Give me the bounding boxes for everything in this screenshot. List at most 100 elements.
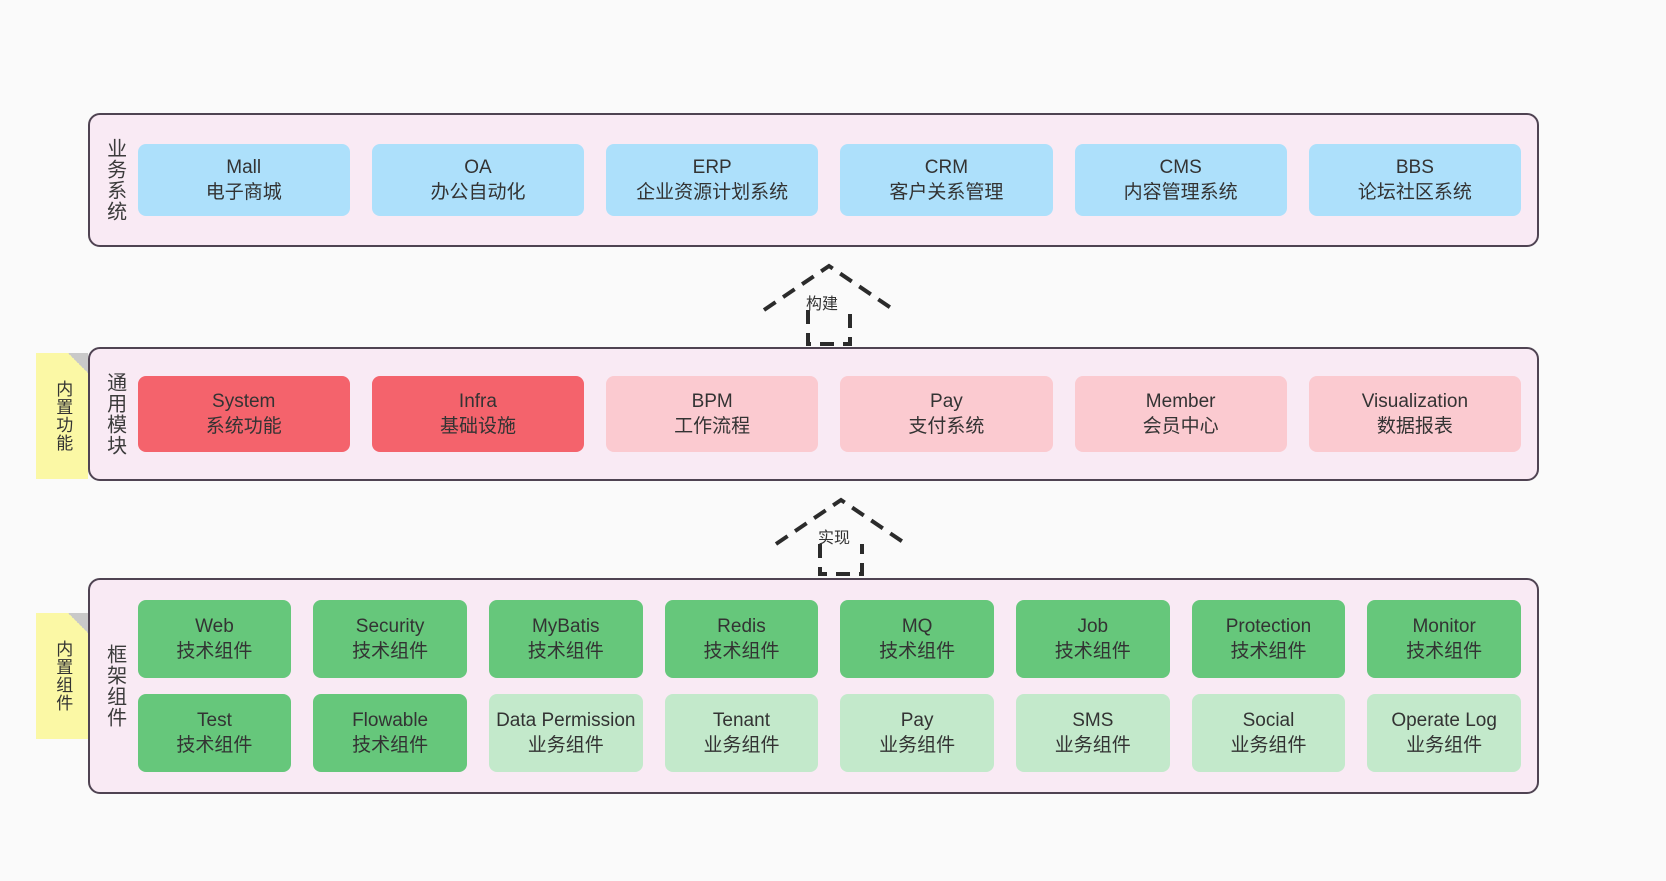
card-security[interactable]: Security 技术组件 bbox=[313, 600, 467, 678]
arrow-head-outline bbox=[774, 497, 908, 546]
card-title: BBS bbox=[1395, 156, 1434, 178]
card-infra[interactable]: Infra 基础设施 bbox=[371, 376, 585, 452]
layer-title-common-module: 通用模块 bbox=[103, 372, 126, 456]
card-title: Pay bbox=[900, 709, 934, 731]
card-erp[interactable]: ERP 企业资源计划系统 bbox=[606, 144, 819, 216]
card-desc: 技术组件 bbox=[527, 641, 604, 662]
card-desc: 会员中心 bbox=[1142, 416, 1219, 437]
card-title: Member bbox=[1145, 390, 1216, 412]
card-title: Redis bbox=[717, 615, 766, 637]
card-desc: 业务组件 bbox=[527, 735, 604, 756]
layer-common-module[interactable]: 通用模块 System 系统功能 Infra 基础设施 BPM 工作流程 Pay… bbox=[88, 347, 1539, 481]
card-pay[interactable]: Pay 支付系统 bbox=[840, 376, 1053, 452]
card-title: Flowable bbox=[352, 709, 429, 731]
card-row: System 系统功能 Infra 基础设施 BPM 工作流程 Pay 支付系统… bbox=[137, 376, 1521, 452]
layer-cards-framework-component: Web 技术组件 Security 技术组件 MyBatis 技术组件 Redi… bbox=[134, 580, 1537, 792]
connector-build-label: 构建 bbox=[806, 296, 839, 313]
card-title: Infra bbox=[458, 390, 497, 412]
card-cms[interactable]: CMS 内容管理系统 bbox=[1074, 144, 1287, 216]
card-title: Social bbox=[1242, 709, 1295, 731]
card-desc: 支付系统 bbox=[908, 416, 985, 437]
card-row: Mall 电子商城 OA 办公自动化 ERP 企业资源计划系统 CRM 客户关系… bbox=[137, 144, 1521, 216]
card-desc: 技术组件 bbox=[879, 641, 956, 662]
card-title: Monitor bbox=[1412, 615, 1476, 637]
card-desc: 客户关系管理 bbox=[889, 182, 1004, 203]
card-title: Pay bbox=[930, 390, 963, 412]
card-title: Data Permission bbox=[496, 709, 636, 731]
card-job[interactable]: Job 技术组件 bbox=[1015, 600, 1170, 678]
card-tenant[interactable]: Tenant 业务组件 bbox=[664, 694, 819, 772]
card-desc: 内容管理系统 bbox=[1123, 182, 1238, 203]
card-desc: 业务组件 bbox=[1406, 735, 1483, 756]
card-desc: 技术组件 bbox=[1054, 641, 1131, 662]
card-pay-biz[interactable]: Pay 业务组件 bbox=[840, 694, 994, 772]
note-builtin-function[interactable]: 内置功能 bbox=[36, 353, 88, 479]
card-desc: 技术组件 bbox=[352, 735, 429, 756]
card-mybatis[interactable]: MyBatis 技术组件 bbox=[488, 600, 643, 678]
note-builtin-component[interactable]: 内置组件 bbox=[36, 613, 88, 739]
card-desc: 技术组件 bbox=[1230, 641, 1307, 662]
card-desc: 工作流程 bbox=[674, 416, 751, 437]
note-fold-corner-icon bbox=[68, 353, 88, 373]
layer-framework-component[interactable]: 框架组件 Web 技术组件 Security 技术组件 MyBatis 技术组件… bbox=[88, 578, 1539, 794]
card-bbs[interactable]: BBS 论坛社区系统 bbox=[1308, 144, 1521, 216]
card-title: Mall bbox=[226, 156, 262, 178]
card-desc: 技术组件 bbox=[703, 641, 780, 662]
card-mall[interactable]: Mall 电子商城 bbox=[137, 144, 350, 216]
card-flowable[interactable]: Flowable 技术组件 bbox=[313, 694, 467, 772]
note-builtin-component-label: 内置组件 bbox=[53, 640, 73, 712]
card-mq[interactable]: MQ 技术组件 bbox=[840, 600, 994, 678]
card-title: BPM bbox=[691, 390, 733, 412]
arrow-shaft bbox=[818, 544, 864, 576]
card-title: Operate Log bbox=[1391, 709, 1497, 731]
card-title: ERP bbox=[692, 156, 732, 178]
layer-cards-common-module: System 系统功能 Infra 基础设施 BPM 工作流程 Pay 支付系统… bbox=[134, 349, 1537, 479]
layer-business-system[interactable]: 业务系统 Mall 电子商城 OA 办公自动化 ERP 企业资源计划系统 CRM… bbox=[88, 113, 1539, 247]
card-title: MQ bbox=[901, 615, 933, 637]
card-oa[interactable]: OA 办公自动化 bbox=[371, 144, 585, 216]
card-row: Test 技术组件 Flowable 技术组件 Data Permission … bbox=[137, 694, 1521, 772]
card-title: SMS bbox=[1072, 709, 1114, 731]
layer-cards-business-system: Mall 电子商城 OA 办公自动化 ERP 企业资源计划系统 CRM 客户关系… bbox=[134, 115, 1537, 245]
card-desc: 办公自动化 bbox=[430, 182, 526, 203]
card-desc: 业务组件 bbox=[879, 735, 956, 756]
connector-implement: 实现 bbox=[772, 496, 910, 576]
card-test[interactable]: Test 技术组件 bbox=[137, 694, 292, 772]
card-title: MyBatis bbox=[531, 615, 600, 637]
card-desc: 技术组件 bbox=[176, 735, 253, 756]
card-operate-log[interactable]: Operate Log 业务组件 bbox=[1367, 694, 1521, 772]
card-data-permission[interactable]: Data Permission 业务组件 bbox=[488, 694, 643, 772]
card-protection[interactable]: Protection 技术组件 bbox=[1191, 600, 1346, 678]
card-social[interactable]: Social 业务组件 bbox=[1191, 694, 1346, 772]
card-monitor[interactable]: Monitor 技术组件 bbox=[1367, 600, 1521, 678]
card-title: Web bbox=[195, 615, 234, 637]
card-bpm[interactable]: BPM 工作流程 bbox=[606, 376, 819, 452]
card-desc: 基础设施 bbox=[439, 416, 516, 437]
arrow-head-outline bbox=[762, 263, 896, 312]
card-title: Visualization bbox=[1361, 390, 1469, 412]
card-system[interactable]: System 系统功能 bbox=[137, 376, 350, 452]
card-member[interactable]: Member 会员中心 bbox=[1074, 376, 1287, 452]
card-desc: 论坛社区系统 bbox=[1357, 182, 1472, 203]
card-desc: 技术组件 bbox=[1406, 641, 1483, 662]
card-sms[interactable]: SMS 业务组件 bbox=[1015, 694, 1170, 772]
layer-title-framework-component: 框架组件 bbox=[103, 644, 126, 728]
card-web[interactable]: Web 技术组件 bbox=[137, 600, 292, 678]
card-title: CMS bbox=[1159, 156, 1202, 178]
connector-build: 构建 bbox=[760, 262, 898, 346]
card-title: Tenant bbox=[712, 709, 770, 731]
card-desc: 系统功能 bbox=[205, 416, 282, 437]
card-desc: 技术组件 bbox=[352, 641, 429, 662]
card-desc: 业务组件 bbox=[703, 735, 780, 756]
card-title: Job bbox=[1077, 615, 1109, 637]
card-redis[interactable]: Redis 技术组件 bbox=[664, 600, 819, 678]
card-title: CRM bbox=[924, 156, 969, 178]
card-title: System bbox=[212, 390, 276, 412]
card-title: Protection bbox=[1225, 615, 1312, 637]
card-crm[interactable]: CRM 客户关系管理 bbox=[840, 144, 1053, 216]
note-builtin-function-label: 内置功能 bbox=[53, 380, 73, 452]
card-visualization[interactable]: Visualization 数据报表 bbox=[1308, 376, 1521, 452]
layer-title-business-system: 业务系统 bbox=[103, 138, 126, 222]
connector-implement-label: 实现 bbox=[818, 530, 851, 547]
